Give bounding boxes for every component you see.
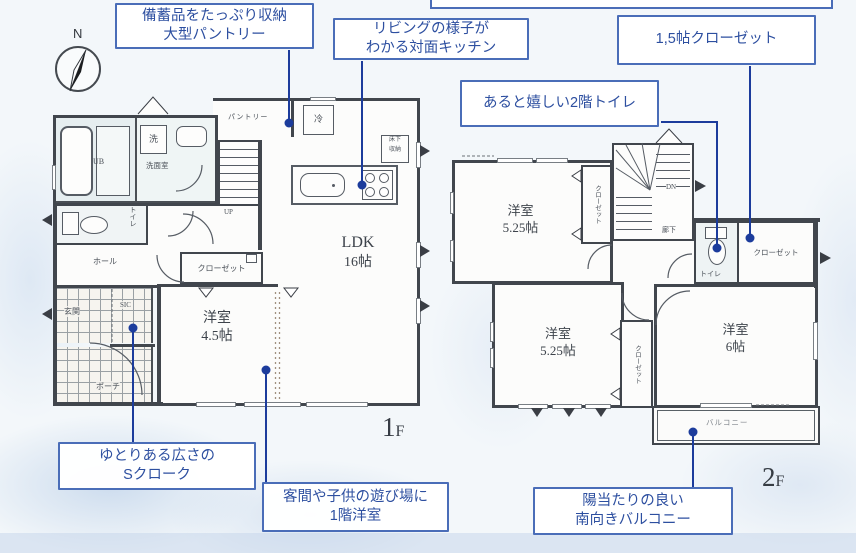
callout-room1f: 客間や子供の遊び場に 1階洋室 bbox=[262, 482, 449, 532]
callout-text: 客間や子供の遊び場に bbox=[283, 488, 428, 505]
kitchen-sink-icon bbox=[300, 173, 345, 197]
window bbox=[490, 322, 494, 342]
label-washroom: 洗面室 bbox=[146, 161, 169, 170]
floor1-label: 1F bbox=[382, 412, 405, 442]
callout-cutoff-top bbox=[430, 0, 833, 9]
window bbox=[52, 165, 56, 190]
wall bbox=[258, 140, 262, 250]
burner-icon bbox=[379, 173, 389, 183]
window bbox=[490, 348, 494, 368]
label-sic: SIC bbox=[120, 301, 131, 309]
fridge-icon: 冷 bbox=[303, 105, 334, 135]
label-hall: ホール bbox=[93, 257, 117, 266]
wall bbox=[110, 344, 155, 347]
sink-icon bbox=[176, 126, 207, 147]
window bbox=[416, 242, 421, 268]
callout-text: あると嬉しい2階トイレ bbox=[482, 94, 637, 111]
wall bbox=[53, 203, 57, 406]
window bbox=[450, 240, 454, 262]
wall bbox=[55, 285, 159, 288]
window bbox=[416, 142, 421, 168]
label-closet-1f: クローゼット bbox=[197, 263, 246, 273]
hall-floor-2f bbox=[612, 241, 697, 284]
toilet-bowl-icon bbox=[708, 239, 726, 265]
north-label: N bbox=[73, 26, 83, 41]
window bbox=[306, 402, 368, 407]
burner-icon bbox=[365, 187, 375, 197]
label-ub: UB bbox=[93, 157, 105, 166]
callout-kitchen: リビングの様子が わかる対面キッチン bbox=[333, 18, 529, 60]
wall bbox=[53, 402, 163, 406]
label-entrance: 玄関 bbox=[64, 306, 80, 317]
window bbox=[700, 403, 752, 408]
room-closet-c: クローゼット bbox=[620, 320, 653, 408]
bath-counter bbox=[96, 126, 130, 196]
callout-balcony: 陽当たりの良い 南向きバルコニー bbox=[533, 487, 733, 535]
callout-text: リビングの様子が bbox=[373, 20, 489, 37]
window bbox=[497, 158, 533, 163]
window bbox=[552, 404, 582, 409]
sink-drain bbox=[332, 184, 335, 187]
washer-icon: 洗 bbox=[140, 125, 167, 154]
window bbox=[416, 298, 421, 324]
callout-text: 備蓄品をたっぷり収納 bbox=[142, 7, 287, 24]
label-pantry: パントリー bbox=[228, 113, 269, 121]
callout-text: 1,5帖クローゼット bbox=[655, 31, 778, 48]
window bbox=[518, 404, 548, 409]
stair-treads bbox=[616, 190, 652, 237]
window bbox=[196, 402, 236, 407]
closet-door bbox=[246, 254, 257, 263]
balcony-rail bbox=[657, 410, 815, 441]
callout-scloak: ゆとりある広さの Sクローク bbox=[58, 442, 256, 490]
wall bbox=[814, 218, 818, 288]
callout-text: Sクローク bbox=[123, 467, 191, 483]
window bbox=[813, 322, 818, 360]
toilet-tank-icon bbox=[705, 227, 727, 239]
label-balcony: バルコニー bbox=[706, 417, 749, 428]
callout-text: わかる対面キッチン bbox=[365, 40, 497, 56]
room-closet-right: クローゼット bbox=[737, 221, 815, 284]
window bbox=[244, 402, 301, 407]
toilet-bowl-icon bbox=[80, 216, 108, 234]
stairs-1f bbox=[218, 140, 260, 206]
burner-icon bbox=[379, 187, 389, 197]
callout-pantry: 備蓄品をたっぷり収納 大型パントリー bbox=[115, 3, 314, 49]
floor-storage: 床下収納 bbox=[381, 135, 409, 163]
window bbox=[585, 404, 611, 409]
label-closet-right: クローゼット bbox=[753, 248, 799, 257]
window bbox=[310, 97, 336, 101]
callout-text: ゆとりある広さの bbox=[99, 447, 215, 464]
callout-closet15: 1,5帖クローゼット bbox=[617, 15, 816, 65]
label-hallway: 廊下 bbox=[661, 225, 677, 235]
burner-icon bbox=[365, 173, 375, 183]
toilet-tank-icon bbox=[62, 212, 79, 235]
label-toilet-2f: トイレ bbox=[700, 270, 721, 278]
porch-tile bbox=[57, 347, 153, 404]
bathtub-icon bbox=[60, 126, 93, 196]
callout-text: 大型パントリー bbox=[163, 27, 266, 43]
label-stairs-up: UP bbox=[224, 208, 233, 216]
label-porch: ポーチ bbox=[96, 381, 120, 392]
callout-text: 1階洋室 bbox=[329, 508, 382, 524]
label-toilet-1f: トイレ bbox=[129, 206, 137, 227]
wall bbox=[291, 98, 294, 137]
callout-toilet2f: あると嬉しい2階トイレ bbox=[460, 80, 659, 127]
callout-text: 陽当たりの良い bbox=[582, 492, 684, 509]
window bbox=[536, 158, 568, 163]
label-closet-a: クローゼット bbox=[593, 185, 601, 224]
label-closet-c: クローゼット bbox=[633, 344, 641, 384]
label-stairs-dn: DN bbox=[666, 183, 677, 191]
floor2-label: 2F bbox=[762, 462, 785, 492]
window bbox=[450, 192, 454, 214]
room-closet-a: クローゼット bbox=[581, 165, 612, 244]
corridor-floor bbox=[620, 282, 658, 322]
wall bbox=[692, 218, 820, 222]
callout-text: 南向きバルコニー bbox=[575, 512, 691, 528]
